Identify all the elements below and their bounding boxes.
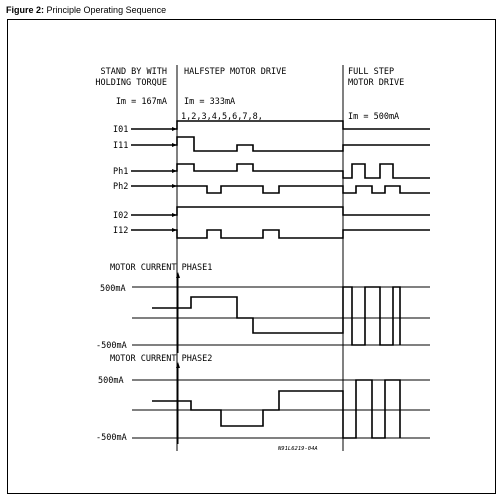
signal-arrows	[131, 127, 177, 232]
waveform-ph2	[131, 185, 430, 194]
phase1-ymax-label: 500mA	[100, 284, 126, 294]
waveform-ph1	[131, 163, 430, 179]
fullstep-current: Im = 500mA	[348, 112, 399, 122]
figure-label: Figure 2:	[6, 5, 45, 15]
halfstep-title: HALFSTEP MOTOR DRIVE	[184, 67, 286, 77]
fullstep-title-line2: MOTOR DRIVE	[348, 78, 404, 88]
figure-caption: Figure 2: Principle Operating Sequence	[6, 5, 166, 15]
phase2-ymax-label: 500mA	[98, 376, 124, 386]
signal-label-i02: I02	[113, 211, 128, 221]
standby-title-line2: HOLDING TORQUE	[95, 78, 167, 88]
signal-label-ph2: Ph2	[113, 182, 128, 192]
figure-title: Principle Operating Sequence	[46, 5, 167, 15]
figure-frame	[7, 19, 496, 494]
phase1-ymin-label: -500mA	[96, 341, 127, 351]
signal-label-i12: I12	[113, 226, 128, 236]
phase2-waveform	[152, 379, 401, 439]
waveform-i11	[131, 136, 430, 152]
phase2-axis-arrow	[176, 362, 180, 368]
signal-label-i01: I01	[113, 125, 128, 135]
phase2-ymin-label: -500mA	[96, 433, 127, 443]
phase1-waveform	[152, 286, 401, 346]
waveform-i02	[131, 206, 430, 216]
drawing-code: N91L6219-04A	[277, 446, 318, 452]
phase1-title: MOTOR CURRENT PHASE1	[110, 263, 212, 273]
standby-title-line1: STAND BY WITH	[100, 67, 167, 77]
fullstep-title-line1: FULL STEP	[348, 67, 394, 77]
signal-label-i11: I11	[113, 141, 128, 151]
waveform-i12	[131, 229, 430, 239]
halfstep-current: Im = 333mA	[184, 97, 235, 107]
standby-current: Im = 167mA	[116, 97, 167, 107]
phase2-title: MOTOR CURRENT PHASE2	[110, 354, 212, 364]
phase1-axis-arrow	[176, 272, 180, 278]
waveform-i01	[131, 120, 430, 130]
signal-label-ph1: Ph1	[113, 167, 128, 177]
halfstep-steps: 1,2,3,4,5,6,7,8,	[181, 112, 263, 122]
